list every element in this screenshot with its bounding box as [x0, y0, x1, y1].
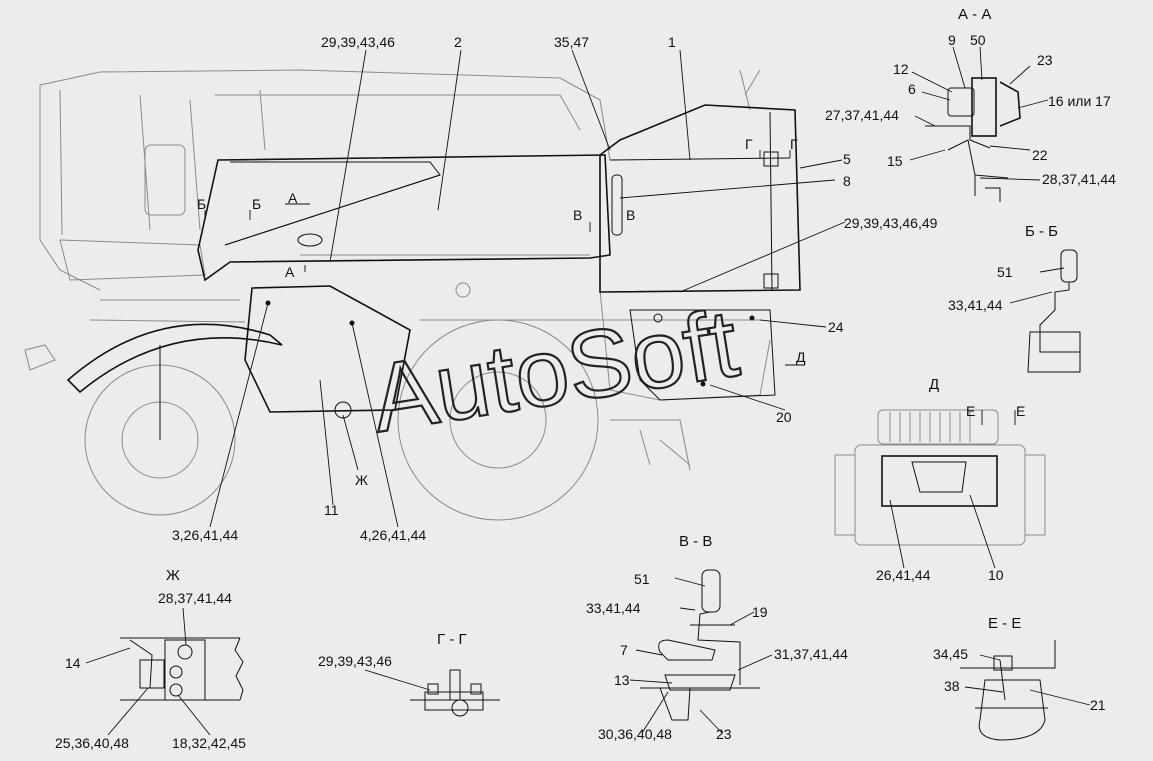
- view-zh: Ж 28,37,41,44 14 25,36,40,48 18,32,42,45: [55, 567, 246, 751]
- callout-label: 4,26,41,44: [360, 527, 426, 543]
- view-ee: Е - Е 34,45 38 21: [933, 615, 1106, 713]
- callout-label: 3,26,41,44: [172, 527, 238, 543]
- section-mark: В: [573, 207, 582, 223]
- callout-label: 35,47: [554, 34, 589, 50]
- view-bb: Б - Б 51 33,41,44: [948, 223, 1058, 313]
- callout-label: 29,39,43,46: [321, 34, 395, 50]
- view-gg: Г - Г 29,39,43,46: [318, 631, 467, 669]
- callout-label: 25,36,40,48: [55, 735, 129, 751]
- section-mark: Г: [790, 136, 798, 152]
- section-mark: Б: [252, 196, 261, 212]
- callout-label: 9: [948, 32, 956, 48]
- view-title: А - А: [958, 6, 991, 23]
- section-mark: В: [626, 207, 635, 223]
- callout-label: 10: [988, 567, 1004, 583]
- callout-label: 20: [776, 409, 792, 425]
- callout-label: 11: [324, 502, 339, 518]
- machine-background: [24, 69, 771, 521]
- section-mark: Д: [796, 349, 806, 365]
- callout-label: 34,45: [933, 646, 968, 662]
- view-vv-drawing: [629, 569, 773, 734]
- callout-label: 51: [634, 571, 650, 587]
- view-aa-drawing: [909, 46, 1049, 202]
- callout-label: 21: [1090, 697, 1106, 713]
- callout-label: 18,32,42,45: [172, 735, 246, 751]
- main-section-marks: [204, 150, 805, 366]
- callout-label: 23: [716, 726, 732, 742]
- callout-label: 16 или 17: [1048, 93, 1111, 109]
- callout-label: 8: [843, 173, 851, 189]
- view-zh-drawing: [85, 607, 244, 736]
- section-mark: Е: [966, 403, 975, 419]
- main-leaders: [209, 49, 846, 528]
- callout-label: 23: [1037, 52, 1053, 68]
- panel-2: [197, 154, 611, 282]
- panel-11: [244, 285, 411, 419]
- view-title: Г - Г: [437, 631, 467, 648]
- callout-label: 29,39,43,46,49: [844, 215, 938, 231]
- callout-label: 15: [887, 153, 903, 169]
- callout-label: 7: [620, 642, 628, 658]
- view-bb-drawing: [1009, 249, 1081, 373]
- section-mark: А: [288, 190, 298, 206]
- callout-label: 5: [843, 151, 851, 167]
- view-ee-drawing: [960, 640, 1091, 741]
- callout-label: 33,41,44: [586, 600, 641, 616]
- callout-label: 31,37,41,44: [774, 646, 848, 662]
- callout-label: 28,37,41,44: [158, 590, 232, 606]
- fender: [66, 323, 283, 440]
- callout-label: 26,41,44: [876, 567, 931, 583]
- section-mark: Б: [197, 196, 206, 212]
- view-title: Д: [929, 376, 939, 393]
- callout-label: 27,37,41,44: [825, 107, 899, 123]
- callout-label: 38: [944, 678, 960, 694]
- watermark-text: AutoSoft: [365, 289, 745, 452]
- callout-label: 6: [908, 81, 916, 97]
- callout-label: 2: [454, 34, 462, 50]
- callout-label: 13: [614, 672, 630, 688]
- panel-20: [629, 309, 776, 401]
- callout-label: 12: [893, 61, 909, 77]
- callout-label: 50: [970, 32, 986, 48]
- view-aa: А - А 9 50 23 12 6 16 или 17 27,37,41,44…: [825, 6, 1116, 187]
- callout-label: 19: [752, 604, 768, 620]
- callout-label: 22: [1032, 147, 1048, 163]
- view-title: Е - Е: [988, 615, 1021, 632]
- section-mark: Г: [745, 136, 753, 152]
- view-title: Ж: [166, 567, 180, 584]
- callout-label: 24: [828, 319, 844, 335]
- callout-label: 51: [997, 264, 1013, 280]
- view-title: Б - Б: [1025, 223, 1058, 240]
- view-vv: В - В 51 33,41,44 19 7 31,37,41,44 13 30…: [586, 533, 848, 742]
- section-mark: Ж: [355, 472, 368, 488]
- view-d: Д Е Е 26,41,44 10: [876, 376, 1025, 583]
- section-mark: А: [285, 264, 295, 280]
- view-title: В - В: [679, 533, 712, 550]
- view-d-drawing: [834, 409, 1046, 569]
- callout-label: 1: [668, 34, 676, 50]
- section-mark: Е: [1016, 403, 1025, 419]
- panel-1: [599, 104, 801, 293]
- callout-label: 28,37,41,44: [1042, 171, 1116, 187]
- view-gg-drawing: [364, 669, 500, 717]
- callout-label: 30,36,40,48: [598, 726, 672, 742]
- main-callouts: 29,39,43,46 2 35,47 1 5 8 29,39,43,46,49…: [172, 34, 938, 543]
- callout-label: 29,39,43,46: [318, 653, 392, 669]
- callout-label: 14: [65, 655, 81, 671]
- callout-label: 33,41,44: [948, 297, 1003, 313]
